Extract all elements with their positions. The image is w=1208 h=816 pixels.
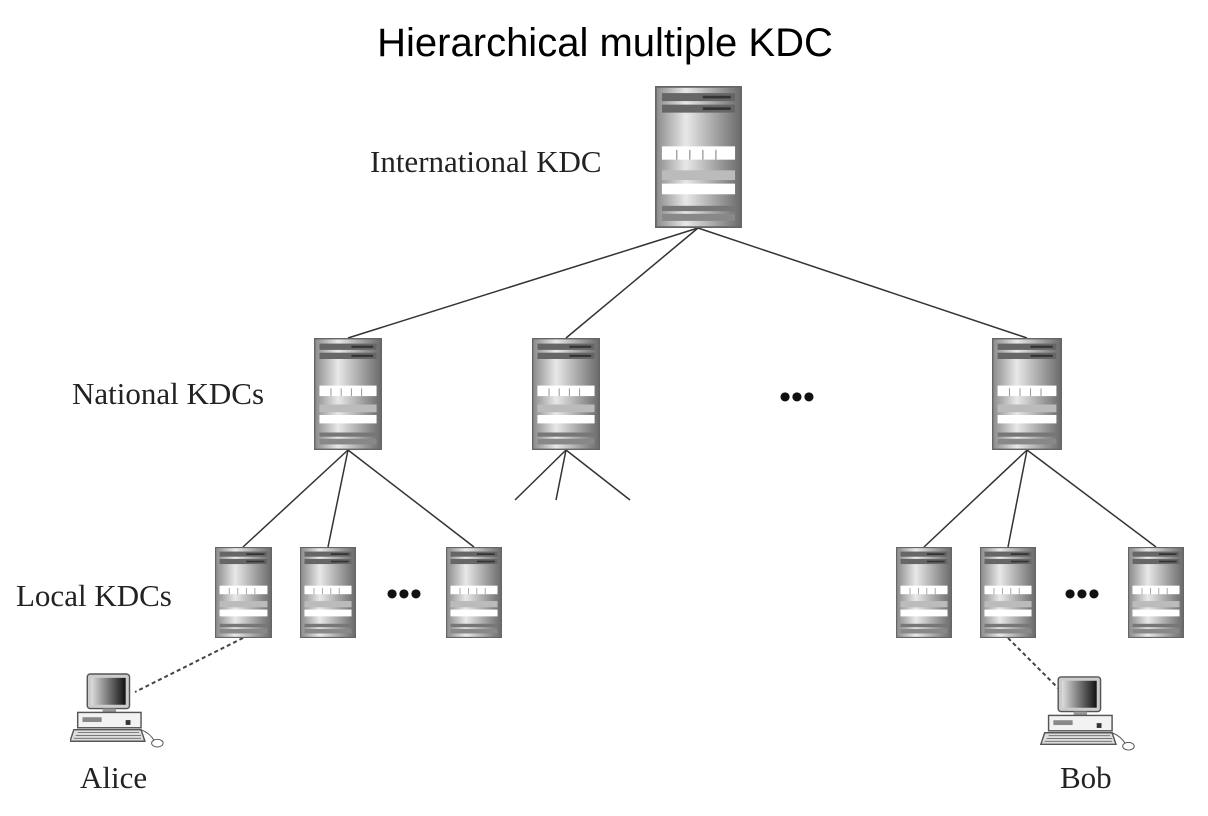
alice-computer-icon <box>70 673 164 748</box>
alice-label: Alice <box>80 760 147 795</box>
national-kdc-server-icon <box>992 338 1062 450</box>
connection-lines <box>134 227 1157 693</box>
local-kdcs-label: Local KDCs <box>16 578 172 613</box>
international-kdc-server-icon <box>655 86 742 228</box>
local-kdc-server-icon <box>215 547 272 638</box>
international-kdc-label: International KDC <box>370 144 602 179</box>
local-kdc-server-icon <box>896 547 952 638</box>
local-kdc-server-icon <box>446 547 502 638</box>
local-kdc-server-icon <box>980 547 1036 638</box>
local-kdc-server-icon <box>1128 547 1184 638</box>
bob-label: Bob <box>1060 760 1112 795</box>
national-kdc-server-icon <box>532 338 600 450</box>
national-kdcs-label: National KDCs <box>72 376 264 411</box>
local-ellipsis-right: ••• <box>1064 576 1100 613</box>
national-kdc-server-icon <box>314 338 382 450</box>
local-kdc-server-icon <box>300 547 356 638</box>
diagram-title: Hierarchical multiple KDC <box>377 21 833 65</box>
national-ellipsis: ••• <box>779 379 815 416</box>
local-ellipsis-left: ••• <box>386 576 422 613</box>
bob-computer-icon <box>1040 676 1135 751</box>
